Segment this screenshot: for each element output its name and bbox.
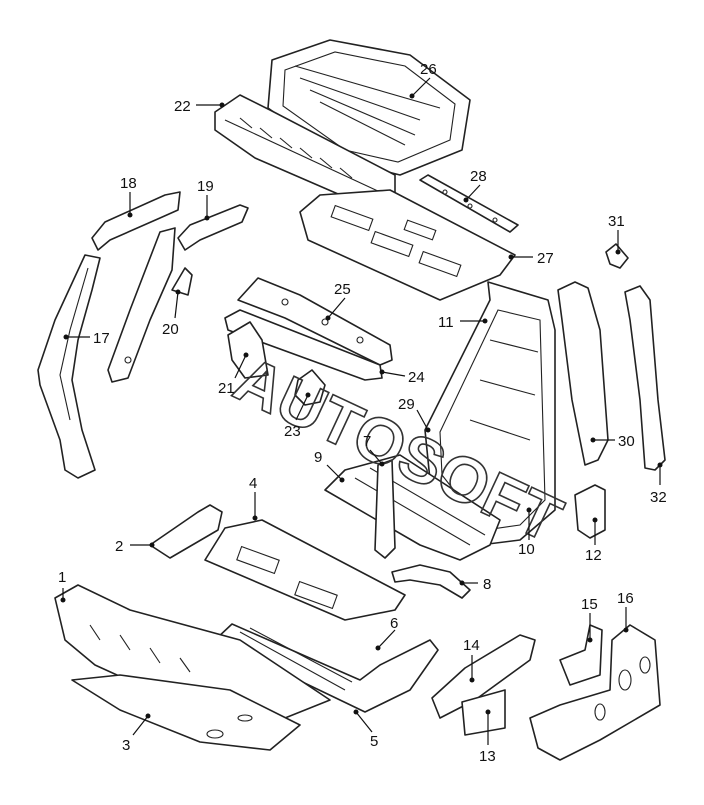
part-14-rail (431, 634, 536, 719)
part-11-rear-frame (424, 281, 556, 546)
callout-8: 8 (483, 576, 491, 593)
callout-4: 4 (249, 475, 257, 492)
callout-26: 26 (420, 61, 437, 78)
part-23-clip (294, 369, 326, 406)
part-17-pillar (37, 254, 101, 479)
callout-22: 22 (174, 98, 191, 115)
part-4-floor-panel (204, 519, 406, 621)
callout-15: 15 (581, 596, 598, 613)
leaders (60, 77, 663, 745)
callout-18: 18 (120, 175, 137, 192)
part-16-side-panel (529, 624, 661, 761)
part-30-b-post (557, 281, 609, 466)
callout-24: 24 (408, 369, 425, 386)
part-28-strip (419, 174, 519, 233)
part-6-rail (214, 623, 439, 713)
callout-labels: 1 2 3 4 5 6 7 8 9 10 11 12 13 14 15 16 1… (58, 61, 667, 765)
part-3-floor-lower (71, 674, 301, 751)
callout-3: 3 (122, 737, 130, 754)
callout-2: 2 (115, 538, 123, 555)
part-9-floor-section (324, 454, 501, 561)
part-13-plate (461, 689, 506, 736)
part-19-rail (177, 204, 249, 251)
callout-13: 13 (479, 748, 496, 765)
callout-28: 28 (470, 168, 487, 185)
callout-10: 10 (518, 541, 535, 558)
callout-7: 7 (363, 433, 371, 450)
part-27-floor-panel (299, 189, 516, 301)
callout-32: 32 (650, 489, 667, 506)
callout-6: 6 (390, 615, 398, 632)
callout-31: 31 (608, 213, 625, 230)
callout-11: 11 (438, 314, 454, 331)
part-25-crossmember (237, 277, 393, 366)
part-20-bracket (171, 267, 193, 296)
part-31-clip (605, 243, 629, 269)
callout-20: 20 (162, 321, 179, 338)
callout-5: 5 (370, 733, 378, 750)
part-8-arch (391, 564, 471, 599)
callout-16: 16 (617, 590, 634, 607)
part-18-rail (91, 191, 181, 251)
part-15-bracket (559, 624, 603, 686)
part-24-crossmember (224, 309, 383, 381)
callout-25: 25 (334, 281, 351, 298)
callout-21: 21 (218, 380, 235, 397)
callout-19: 19 (197, 178, 214, 195)
part-12-bracket (574, 484, 606, 539)
callout-23: 23 (284, 423, 301, 440)
callout-27: 27 (537, 250, 554, 267)
callout-12: 12 (585, 547, 602, 564)
part-7-post (374, 459, 396, 559)
callout-14: 14 (463, 637, 480, 654)
part-2-bracket (149, 504, 223, 559)
inner-pillar (107, 227, 176, 383)
callout-9: 9 (314, 449, 322, 466)
callout-30: 30 (618, 433, 635, 450)
callout-17: 17 (93, 330, 110, 347)
callout-29: 29 (398, 396, 415, 413)
callout-1: 1 (58, 569, 66, 586)
